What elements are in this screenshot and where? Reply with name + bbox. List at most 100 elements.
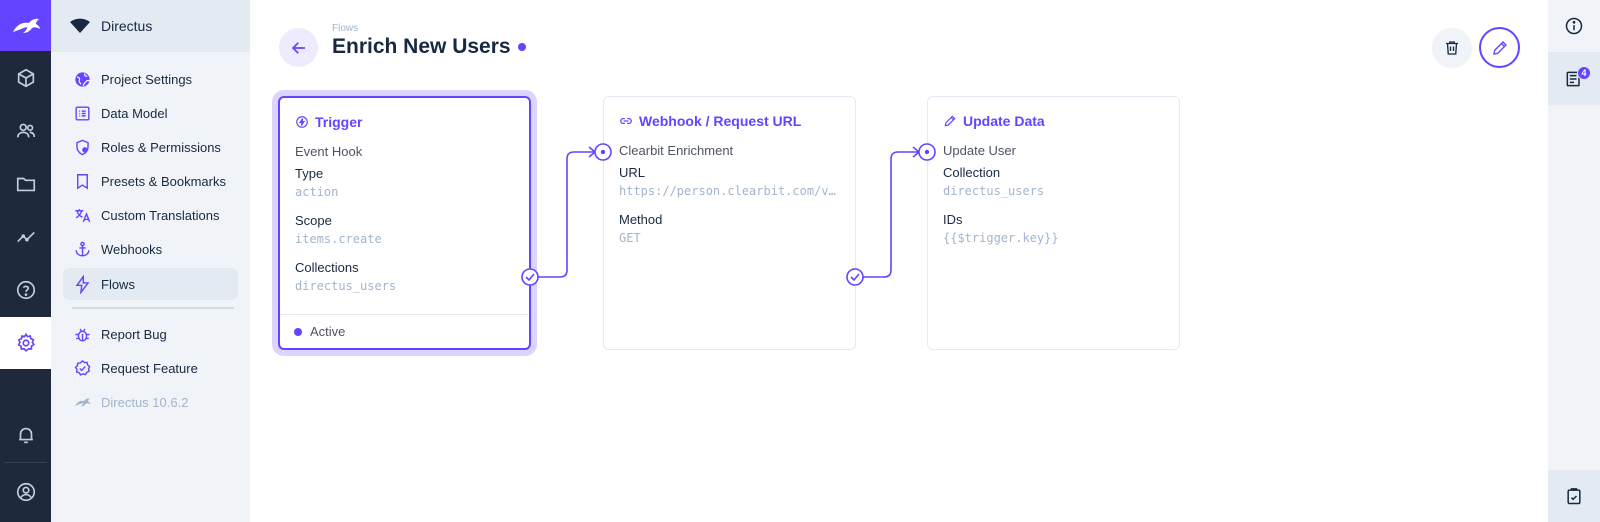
settings-navigation: Directus Project Settings Data Model Rol… [51, 0, 250, 522]
trash-icon [1446, 41, 1458, 55]
nav-item-roles-permissions[interactable]: Roles & Permissions [63, 131, 238, 163]
project-header[interactable]: Directus [51, 0, 250, 52]
bug-icon [75, 328, 90, 342]
field-value: action [295, 185, 339, 199]
pencil-icon [1492, 40, 1507, 55]
link-icon [620, 118, 632, 124]
content-cube-icon[interactable] [0, 52, 51, 104]
status-dot [294, 327, 302, 336]
nav-item-label: Webhooks [101, 241, 163, 257]
nav-item-label: Project Settings [101, 71, 193, 87]
trigger-title: Trigger [315, 114, 363, 130]
field-value: items.create [295, 232, 382, 246]
panel-title: Webhook / Request URL [619, 113, 801, 129]
edit-button[interactable] [1479, 27, 1520, 68]
bookmark-icon [77, 173, 88, 190]
operation-title: Webhook / Request URL [639, 113, 802, 129]
nav-item-label: Presets & Bookmarks [101, 173, 226, 189]
page-title: Enrich New Users [332, 35, 526, 59]
field-value: directus_users [943, 184, 1045, 198]
connector-line [530, 151, 594, 278]
nav-item-flows[interactable]: Flows [63, 268, 238, 300]
notification-badge: 4 [1577, 66, 1591, 80]
nav-item-data-model[interactable]: Data Model [63, 97, 238, 129]
trigger-field-collections: Collections directus_users [295, 260, 517, 293]
trigger-field-type: Type action [295, 166, 517, 199]
users-icon[interactable] [0, 105, 51, 157]
anchor-icon [75, 241, 90, 257]
trigger-status: Active [280, 314, 529, 348]
nav-divider [72, 307, 234, 309]
notifications-bell-icon[interactable] [0, 409, 51, 461]
nav-item-label: Report Bug [101, 326, 167, 342]
nav-item-webhooks[interactable]: Webhooks [63, 233, 238, 265]
account-circle-icon[interactable] [0, 466, 51, 518]
verified-badge-icon [74, 359, 91, 376]
operation-name: Update User [943, 143, 1016, 158]
operation-panel-update-data[interactable]: Update Data Update User Collection direc… [927, 96, 1180, 350]
globe-icon [75, 71, 91, 87]
project-name: Directus [101, 18, 153, 34]
nav-item-label: Data Model [101, 105, 168, 121]
directus-logo-icon[interactable] [0, 0, 51, 51]
nav-item-request-feature[interactable]: Request Feature [63, 352, 238, 384]
operation-field-collection: Collection directus_users [943, 165, 1165, 198]
module-bar [0, 0, 51, 522]
shield-icon [76, 139, 89, 155]
nav-item-label: Request Feature [101, 360, 198, 376]
field-label: Collections [295, 260, 359, 275]
operation-panel-webhook[interactable]: Webhook / Request URL Clearbit Enrichmen… [603, 96, 856, 350]
nav-item-label: Flows [101, 276, 135, 292]
panel-title: Trigger [295, 114, 362, 130]
revisions-icon[interactable]: 4 [1548, 52, 1600, 105]
connector-line [855, 151, 918, 278]
nav-item-project-settings[interactable]: Project Settings [63, 63, 238, 95]
operation-name: Clearbit Enrichment [619, 143, 734, 158]
page-title-text: Enrich New Users [332, 35, 511, 58]
connector-arrow [912, 146, 921, 158]
status-label: Active [310, 324, 346, 339]
info-icon[interactable] [1548, 0, 1600, 52]
field-value: {{$trigger.key}} [943, 231, 1059, 245]
module-divider [4, 462, 47, 463]
field-value: directus_users [295, 279, 397, 293]
field-label: Type [295, 166, 324, 181]
arrow-back-icon [291, 41, 305, 54]
directus-logo-icon [75, 397, 91, 406]
files-folder-icon[interactable] [0, 158, 51, 210]
nav-item-presets-bookmarks[interactable]: Presets & Bookmarks [63, 165, 238, 197]
operation-title: Update Data [963, 113, 1045, 129]
connector-arrow [588, 146, 597, 158]
clipboard-icon[interactable] [1548, 470, 1600, 522]
nav-item-custom-translations[interactable]: Custom Translations [63, 199, 238, 231]
breadcrumb[interactable]: Flows [332, 23, 359, 34]
field-label: Collection [943, 165, 1001, 180]
nav-item-label: Roles & Permissions [101, 139, 221, 155]
trigger-panel[interactable]: Trigger Event Hook Type action Scope ite… [278, 96, 531, 350]
list-alt-icon [75, 105, 90, 121]
trigger-name: Event Hook [295, 144, 363, 159]
help-icon[interactable] [0, 264, 51, 316]
operation-field-method: Method GET [619, 212, 841, 245]
back-button[interactable] [279, 28, 318, 67]
version-info: Directus 10.6.2 [63, 386, 238, 418]
trigger-field-scope: Scope items.create [295, 213, 517, 246]
operation-field-ids: IDs {{$trigger.key}} [943, 212, 1165, 245]
field-value: https://person.clearbit.com/v2/people/fi… [619, 184, 841, 198]
operation-field-url: URL https://person.clearbit.com/v2/peopl… [619, 165, 841, 198]
settings-gear-icon[interactable] [0, 317, 51, 369]
right-sidebar: 4 [1548, 0, 1600, 522]
nav-item-report-bug[interactable]: Report Bug [63, 318, 238, 350]
insights-icon[interactable] [0, 211, 51, 263]
field-label: Scope [295, 213, 332, 228]
nav-item-label: Custom Translations [101, 207, 220, 223]
pencil-icon [944, 115, 956, 127]
field-value: GET [619, 231, 641, 245]
bolt-circle-icon [296, 116, 308, 128]
field-label: URL [619, 165, 646, 180]
delete-button[interactable] [1432, 28, 1472, 68]
field-label: IDs [943, 212, 963, 227]
field-label: Method [619, 212, 663, 227]
active-status-dot [517, 43, 526, 51]
